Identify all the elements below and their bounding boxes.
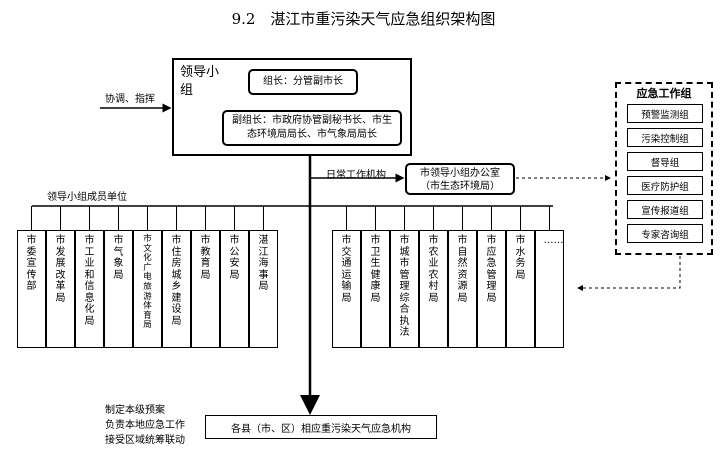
duty-line: 负责本地应急工作: [105, 420, 185, 431]
member-unit-left: 市发展改革局: [46, 230, 75, 348]
coordinate-label: 协调、指挥: [105, 94, 155, 105]
office-box: 市领导小组办公室 （市生态环境局）: [405, 163, 515, 195]
county-agency-text: 各县（市、区）相应重污染天气应急机构: [231, 423, 411, 435]
leading-group-box: [172, 58, 412, 156]
members-label: 领导小组成员单位: [47, 192, 127, 203]
member-unit-right: 市城市管理综合执法: [390, 230, 419, 348]
member-unit-left: 市公安局: [220, 230, 249, 348]
member-unit-left: 市气象局: [104, 230, 133, 348]
county-agency-box: 各县（市、区）相应重污染天气应急机构: [205, 415, 437, 439]
deputy-leaders-box: 副组长：市政府协管副秘书长、市生态环境局局长、市气象局局长: [222, 110, 402, 146]
member-unit-left: 市委宣传部: [17, 230, 46, 348]
member-unit-left: 市工业和信息化局: [75, 230, 104, 348]
member-unit-right: 市自然资源局: [448, 230, 477, 348]
member-unit-right: ……: [535, 230, 564, 348]
work-group-box: [615, 82, 713, 255]
duty-line: 制定本级预案: [105, 405, 165, 416]
work-group-item: 专家咨询组: [627, 224, 703, 243]
leading-group-label: 领导小组: [180, 65, 220, 98]
group-leader-text: 组长：分管副市长: [263, 76, 343, 87]
duty-line: 接受区域统筹联动: [105, 435, 185, 446]
county-duties: 制定本级预案 负责本地应急工作 接受区域统筹联动: [105, 403, 185, 448]
office-name: 市领导小组办公室: [420, 168, 500, 179]
workgroup-to-units-dashed: [577, 256, 681, 291]
member-unit-left: 市文化广电旅游体育局: [133, 230, 162, 348]
page-title: 9.2 湛江市重污染天气应急组织架构图: [231, 10, 496, 28]
work-group-title: 应急工作组: [636, 87, 692, 100]
work-group-item: 污染控制组: [627, 128, 703, 147]
office-dept: （市生态环境局）: [420, 181, 500, 192]
member-unit-left: 湛江海事局: [249, 230, 278, 348]
work-group-item: 医疗防护组: [627, 176, 703, 195]
work-group-item: 预警监测组: [627, 104, 703, 123]
work-group-item: 督导组: [627, 152, 703, 171]
member-unit-right: 市农业农村局: [419, 230, 448, 348]
daily-work-label: 日常工作机构: [326, 170, 386, 181]
member-unit-right: 市卫生健康局: [361, 230, 390, 348]
member-unit-right: 市交通运输局: [332, 230, 361, 348]
member-unit-left: 市住房城乡建设局: [162, 230, 191, 348]
member-unit-right: 市水务局: [506, 230, 535, 348]
group-leader-box: 组长：分管副市长: [248, 69, 358, 95]
work-group-item: 宣传报道组: [627, 200, 703, 219]
member-unit-left: 市教育局: [191, 230, 220, 348]
member-unit-right: 市应急管理局: [477, 230, 506, 348]
